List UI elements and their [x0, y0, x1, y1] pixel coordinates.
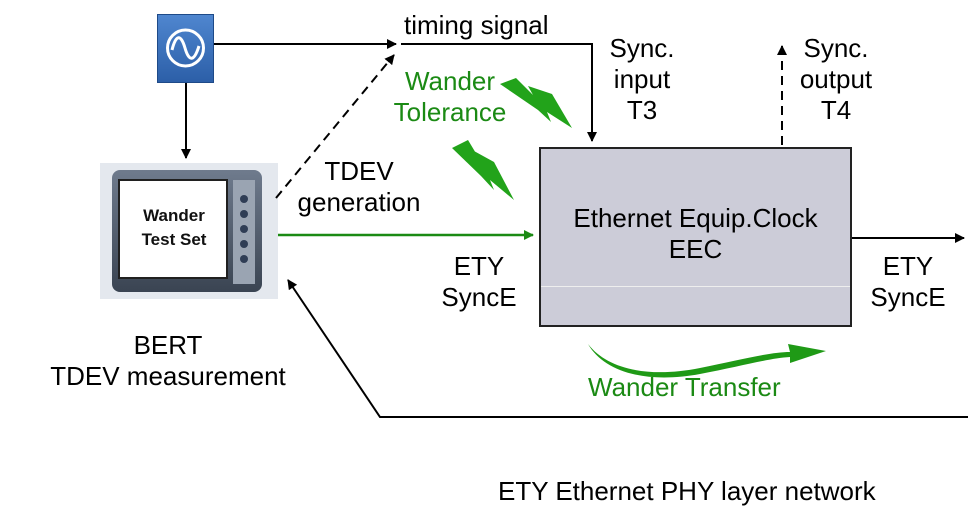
timing-signal-label: timing signal [404, 10, 549, 40]
sync-output-label: Sync. output T4 [799, 33, 873, 125]
feedback-arrow [287, 279, 968, 418]
eec-divider [541, 286, 850, 287]
ety-legend: ETY Ethernet PHY layer network [498, 476, 876, 506]
wander-transfer-arrow [588, 344, 826, 378]
eec-title: Ethernet Equip.Clock EEC [573, 203, 818, 264]
dashed-timing-arrow [275, 54, 395, 199]
lightning-bolt-icon [452, 140, 514, 200]
ety-synce-input-label: ETY SyncE [441, 251, 517, 312]
wander-tolerance-label: Wander Tolerance [393, 66, 507, 127]
wander-transfer-label: Wander Transfer [588, 372, 781, 402]
eec-block [539, 147, 852, 327]
ety-synce-output-label: ETY SyncE [870, 251, 946, 312]
tdev-generation-label: TDEV generation [297, 156, 421, 217]
test-set-screen-label: Wander Test Set [141, 206, 207, 249]
sync-input-label: Sync. input T3 [609, 33, 675, 125]
sync-input-arrow [401, 43, 597, 142]
lightning-bolt-icon [500, 78, 572, 128]
bert-tdev-measurement-label: BERT TDEV measurement [50, 330, 286, 391]
sine-wave-icon-glyph [166, 28, 205, 68]
test-set-drawing [112, 170, 262, 292]
